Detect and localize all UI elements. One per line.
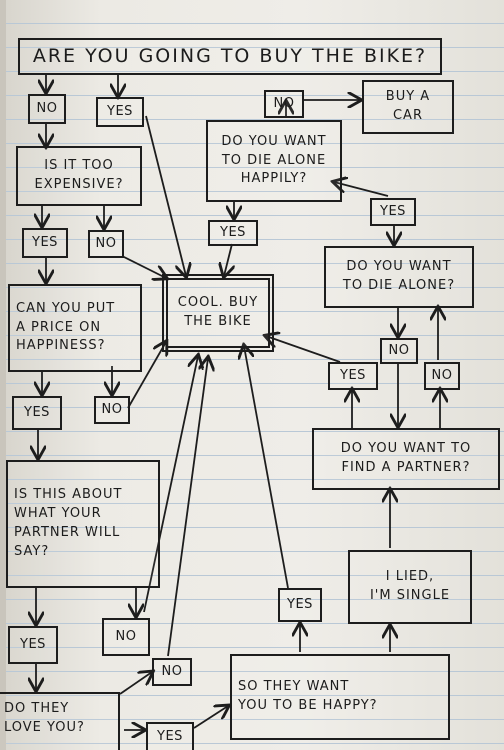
answer-yes: YES (208, 220, 258, 246)
question-partner-will-say: IS THIS ABOUT WHAT YOUR PARTNER WILL SAY… (6, 460, 160, 588)
answer-yes: YES (96, 97, 144, 127)
start-question-buy-bike: ARE YOU GOING TO BUY THE BIKE? (18, 38, 442, 75)
question-price-on-happiness: CAN YOU PUT A PRICE ON HAPPINESS? (8, 284, 142, 372)
question-do-they-love-you: DO THEY LOVE YOU? (0, 692, 120, 750)
answer-no: NO (88, 230, 124, 258)
answer-yes: YES (8, 626, 58, 664)
page-margin (0, 0, 6, 750)
edge-yes6-cool (244, 346, 289, 589)
question-too-expensive: IS IT TOO EXPENSIVE? (16, 146, 142, 206)
edge-love-no (119, 672, 152, 695)
question-find-a-partner: DO YOU WANT TO FIND A PARTNER? (312, 428, 500, 490)
answer-yes: YES (12, 396, 62, 430)
answer-no: NO (28, 94, 66, 124)
answer-yes: YES (146, 722, 194, 750)
answer-yes: YES (22, 228, 68, 258)
edge-yes9-cool (224, 243, 232, 276)
answer-yes: YES (278, 588, 322, 622)
outcome-cool-buy-the-bike: COOL. BUY THE BIKE (162, 274, 274, 352)
edge-yes5-happy (193, 706, 228, 729)
answer-no: NO (102, 618, 150, 656)
answer-yes: YES (328, 362, 378, 390)
edge-no4-cool (143, 356, 198, 613)
edge-yes7-cool (266, 336, 341, 363)
edge-yes-cool (145, 115, 186, 276)
answer-yes: YES (370, 198, 416, 226)
question-die-alone-happily: DO YOU WANT TO DIE ALONE HAPPILY? (206, 120, 342, 202)
edge-no2-cool (121, 255, 166, 278)
answer-no: NO (152, 658, 192, 686)
answer-no: NO (380, 338, 418, 364)
answer-no: NO (424, 362, 460, 390)
answer-no: NO (94, 396, 130, 424)
question-die-alone: DO YOU WANT TO DIE ALONE? (324, 246, 474, 308)
edge-yes8-diehappily (334, 182, 389, 197)
question-they-want-you-happy: SO THEY WANT YOU TO BE HAPPY? (230, 654, 450, 740)
outcome-buy-a-car: BUY A CAR (362, 80, 454, 134)
edge-no5-cool (167, 358, 208, 657)
answer-no: NO (264, 90, 304, 118)
statement-i-lied-single: I LIED, I'M SINGLE (348, 550, 472, 624)
edge-no3-cool (127, 342, 166, 409)
